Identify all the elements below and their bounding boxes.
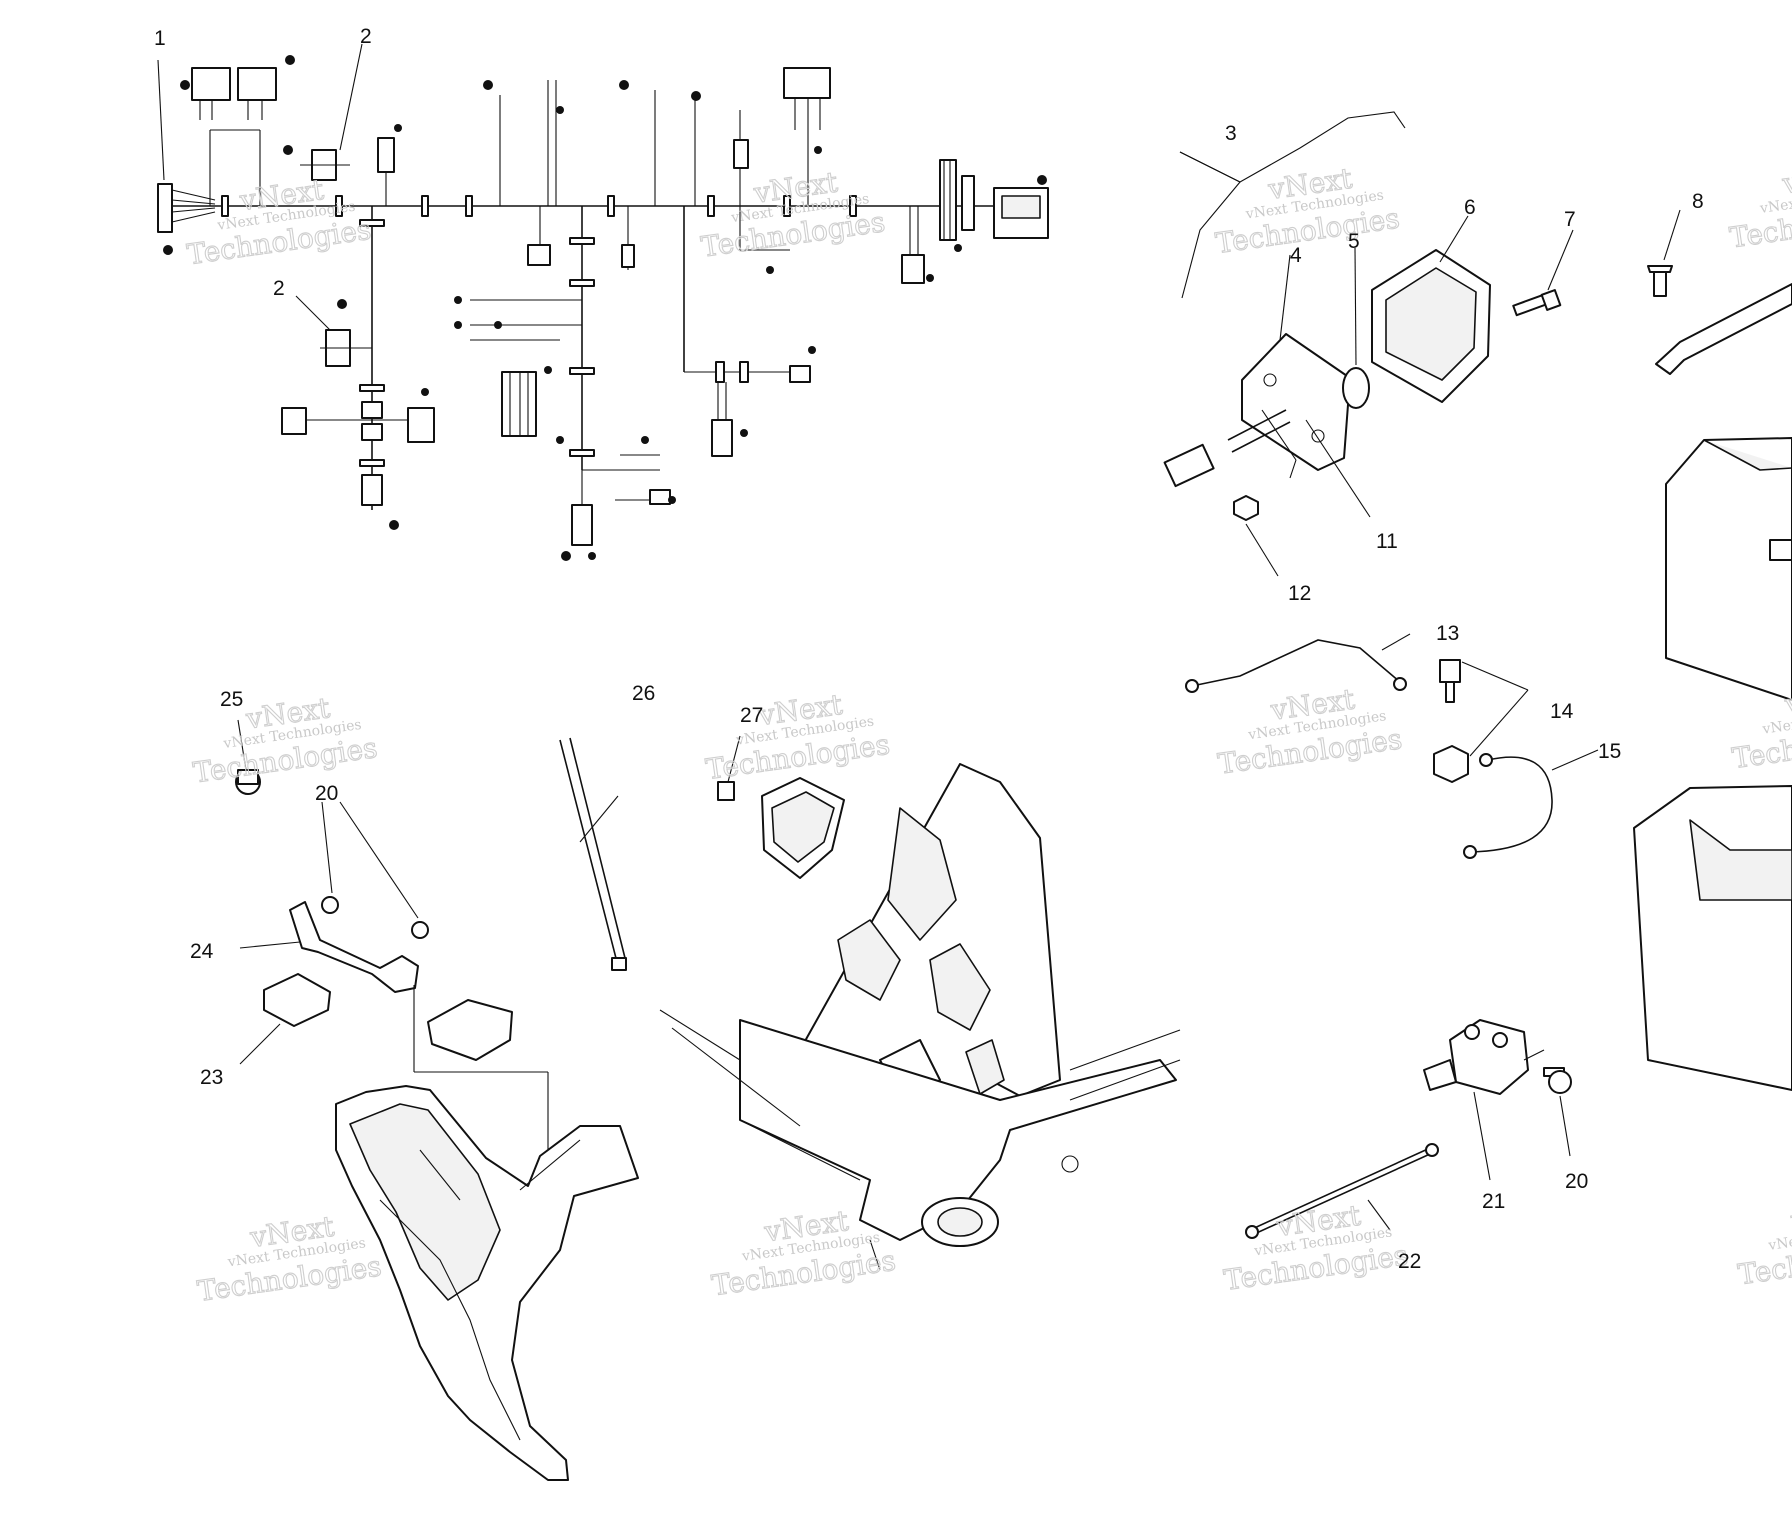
callout-24: 24 — [190, 940, 214, 963]
callout-8: 8 — [1692, 190, 1704, 213]
callout-20b: 20 — [1565, 1170, 1588, 1193]
callout-15: 15 — [1598, 740, 1621, 763]
callout-6: 6 — [1464, 196, 1476, 219]
leader-lines — [157, 43, 363, 331]
callout-22: 22 — [1398, 1250, 1421, 1273]
tail-light-assembly — [1163, 111, 1574, 577]
callout-26: 26 — [632, 682, 655, 705]
callout-5: 5 — [1348, 230, 1360, 253]
watermark-text: vNext — [1782, 677, 1792, 722]
callout-20a: 20 — [315, 782, 338, 805]
main-frame — [659, 763, 1181, 1271]
starter-solenoid — [1423, 1019, 1572, 1181]
callout-2b: 2 — [273, 277, 285, 300]
callout-21: 21 — [1482, 1190, 1505, 1213]
callout-11: 11 — [1376, 530, 1398, 553]
cables — [1185, 633, 1599, 1239]
front-bracket-parts — [235, 719, 845, 1162]
callout-13: 13 — [1436, 622, 1459, 645]
watermark-text: vNext — [1780, 156, 1792, 201]
callout-1: 1 — [154, 27, 166, 50]
callout-12: 12 — [1288, 582, 1311, 605]
callout-23: 23 — [200, 1066, 223, 1089]
callout-3: 3 — [1225, 122, 1237, 145]
callout-2a: 2 — [360, 25, 372, 48]
watermark-text: vNext — [1788, 1193, 1792, 1238]
callout-25: 25 — [220, 688, 243, 711]
callout-4: 4 — [1290, 244, 1302, 267]
front-bumper-frame — [335, 1085, 639, 1481]
bus-ticks — [221, 195, 857, 467]
watermark-text: vNext Technologies — [1767, 1219, 1792, 1254]
callout-7: 7 — [1564, 208, 1576, 231]
callout-27: 27 — [740, 704, 763, 727]
callout-14: 14 — [1550, 700, 1574, 723]
callouts: 1 2 2 3 4 5 6 7 8 11 12 13 14 15 20 20 2… — [154, 25, 1704, 1273]
wiring-schematic — [157, 55, 1049, 561]
battery-area — [1633, 209, 1792, 1091]
